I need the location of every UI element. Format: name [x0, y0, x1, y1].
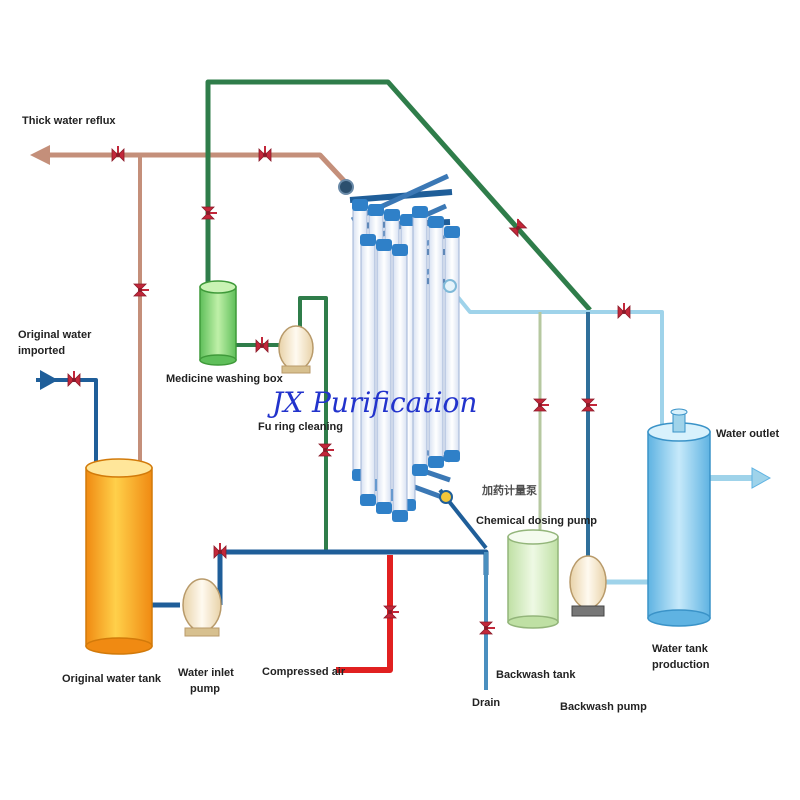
- membrane-module: [412, 206, 428, 476]
- chemical-dosing-cn-label: 加药计量泵: [481, 483, 537, 497]
- backwash-tank-label: Backwash tank: [496, 669, 576, 681]
- medicine-washing-box-label: Medicine washing box: [166, 373, 284, 385]
- reflux-arrow-icon: [30, 145, 50, 165]
- valves: [67, 146, 631, 635]
- labels: Thick water reflux Original water import…: [18, 115, 779, 713]
- original-water-label-line1: Original water: [18, 329, 92, 341]
- valve-icon: [581, 398, 597, 412]
- valve-icon: [508, 218, 528, 238]
- chemical-dosing-pump-label: Chemical dosing pump: [476, 515, 597, 527]
- valve-icon: [258, 146, 272, 162]
- compressed-air-label: Compressed air: [262, 666, 346, 678]
- drain-label: Drain: [472, 697, 500, 709]
- medicine-washing-box: [199, 280, 237, 366]
- original-water-tank: [85, 458, 153, 655]
- membrane-rack: [338, 173, 460, 522]
- cleaning-pump: [278, 325, 314, 374]
- inlet-ring: [338, 179, 354, 195]
- product-water-tank: [647, 408, 711, 627]
- water-inlet-pump: [182, 578, 222, 637]
- watermark: JX Purification: [267, 386, 477, 419]
- water-tank-production-label-line2: production: [652, 659, 710, 671]
- valve-icon: [201, 206, 217, 220]
- water-inlet-pump-label-line2: pump: [190, 683, 220, 695]
- membrane-module: [392, 244, 408, 522]
- chemical-cleaning-pipe: [205, 79, 592, 312]
- outlet-ring: [439, 490, 453, 504]
- thick-water-reflux-label: Thick water reflux: [22, 115, 116, 127]
- membrane-module: [376, 239, 392, 514]
- original-water-label-line2: imported: [18, 345, 65, 357]
- original-water-inlet-pipe: [36, 378, 98, 465]
- valve-icon: [617, 303, 631, 319]
- water-tank-production-label-line1: Water tank: [652, 643, 709, 655]
- backwash-pump-label: Backwash pump: [560, 701, 647, 713]
- product-ring: [443, 279, 457, 293]
- concentrate-reflux-pipe: [45, 152, 350, 187]
- backwash-tank: [507, 529, 559, 629]
- membrane-module: [444, 226, 460, 462]
- original-water-tank-label: Original water tank: [62, 673, 162, 685]
- backwash-pump: [569, 555, 607, 617]
- inlet-arrow-icon: [40, 370, 58, 390]
- valve-icon: [213, 543, 227, 559]
- valve-icon: [479, 621, 495, 635]
- fu-ring-cleaning-label: Fu ring cleaning: [258, 421, 343, 433]
- valve-icon: [111, 146, 125, 162]
- valve-icon: [133, 283, 149, 297]
- valve-icon: [255, 337, 269, 353]
- membrane-module: [428, 216, 444, 468]
- valve-icon: [67, 371, 81, 387]
- water-outlet-label: Water outlet: [716, 428, 779, 440]
- membrane-module: [360, 234, 376, 506]
- compressed-air-pipe: [336, 555, 393, 673]
- valve-icon: [383, 605, 399, 619]
- water-inlet-pump-label-line1: Water inlet: [178, 667, 234, 679]
- valve-icon: [533, 398, 549, 412]
- outlet-arrow-icon: [751, 467, 772, 489]
- valve-icon: [318, 443, 334, 457]
